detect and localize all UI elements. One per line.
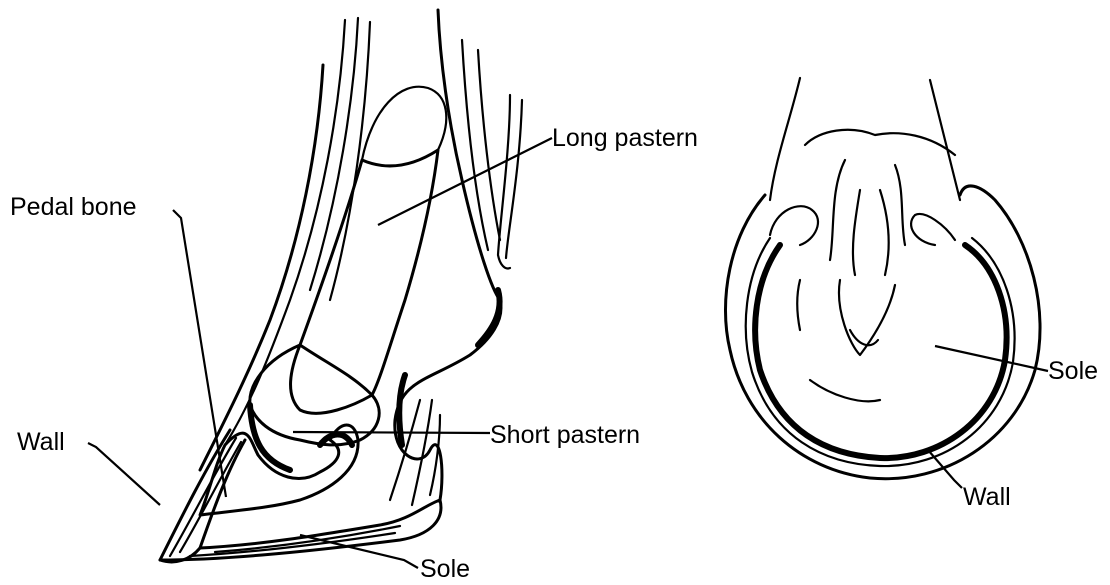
label-long-pastern: Long pastern [552,124,698,152]
white-line [755,245,1006,458]
leader-pedal-bone [173,210,226,497]
leader-wall-bottom [928,450,962,488]
leg-outline-left [770,78,800,200]
leader-long-pastern [378,138,552,225]
label-sole-bottom: Sole [1048,357,1098,385]
label-wall-bottom: Wall [963,483,1011,511]
skin-front-outline [200,65,323,470]
label-sole-side: Sole [420,555,470,583]
sole-view-drawing [725,78,1040,479]
right-heel-bulb [911,214,955,245]
frog [853,190,889,275]
leg-outline-right [930,80,960,200]
label-pedal-bone: Pedal bone [10,193,137,221]
heel-outline [395,300,501,500]
short-pastern-bone [250,345,379,445]
leader-short-pastern [293,432,490,433]
hoof-wall-outline [725,186,1040,479]
leader-sole-bottom [935,346,1048,371]
side-view-drawing [160,10,522,562]
label-wall-side: Wall [17,428,65,456]
left-heel-bulb [770,206,818,245]
label-short-pastern: Short pastern [490,421,640,449]
leader-wall-side [88,443,160,505]
skin-back-outline [438,10,500,300]
long-pastern-bone [300,150,438,395]
